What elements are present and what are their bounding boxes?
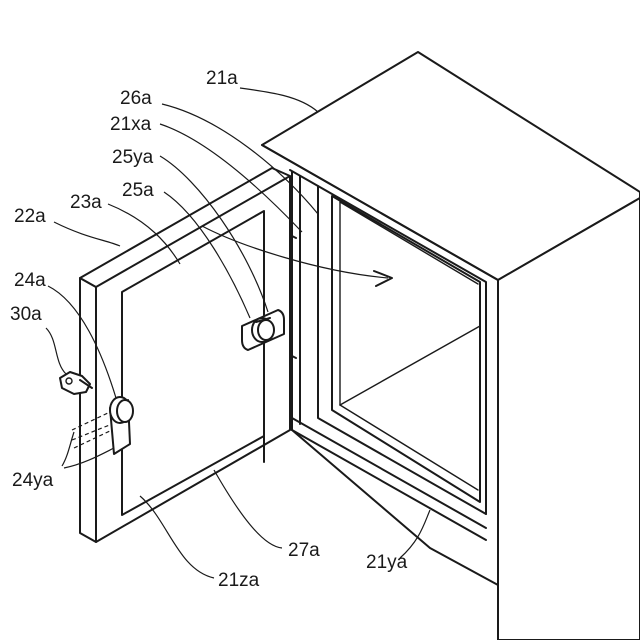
label-27a: 27a (288, 540, 320, 561)
label-21ya: 21ya (366, 552, 408, 573)
label-26a: 26a (120, 88, 152, 109)
label-21za: 21za (218, 570, 260, 591)
label-30a: 30a (10, 304, 42, 325)
door (80, 168, 290, 542)
leader-27a (214, 470, 282, 548)
label-23a: 23a (70, 192, 102, 213)
label-25ya: 25ya (112, 147, 154, 168)
label-22a: 22a (14, 206, 46, 227)
door-edge (80, 278, 96, 542)
label-25a: 25a (122, 180, 154, 201)
label-21a: 21a (206, 68, 238, 89)
shelf-line (340, 326, 480, 405)
leader-24ya-1 (62, 432, 74, 466)
leader-30a (46, 328, 66, 374)
label-24a: 24a (14, 270, 46, 291)
leader-21za (140, 496, 214, 578)
leader-22a (54, 222, 120, 246)
leader-21a (240, 88, 318, 112)
label-21xa: 21xa (110, 114, 152, 135)
label-24ya: 24ya (12, 470, 54, 491)
